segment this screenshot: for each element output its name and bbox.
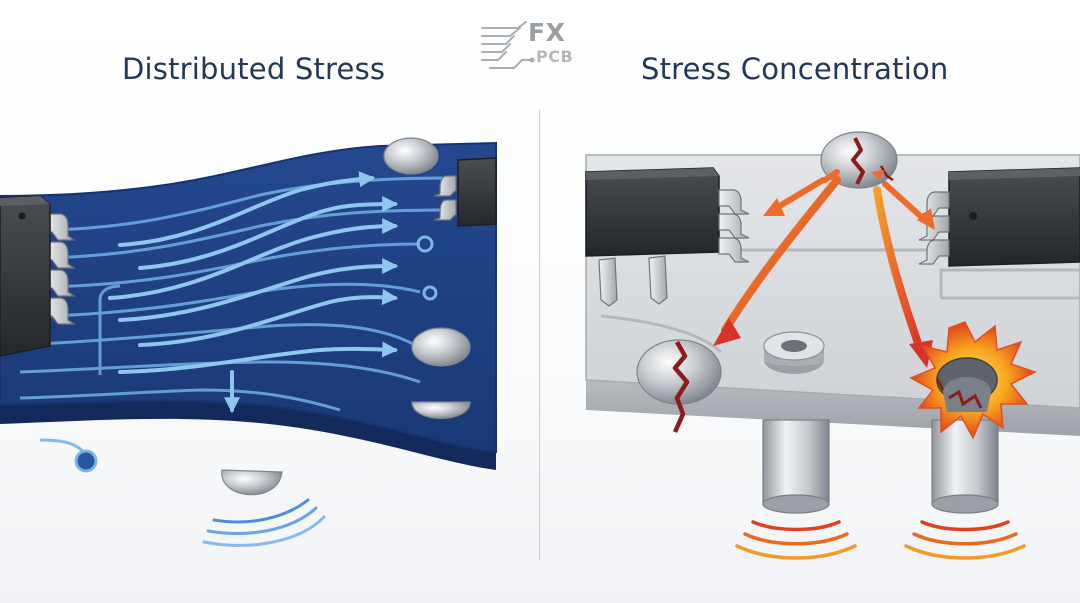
board-edge bbox=[0, 400, 496, 470]
rigid-pcb-illustration bbox=[585, 131, 1080, 560]
cracked-solder-joint bbox=[636, 339, 722, 433]
standoff-pillar bbox=[931, 419, 999, 514]
ic-chip-left bbox=[585, 167, 750, 307]
via-ring bbox=[74, 449, 98, 473]
flexed-pcb-illustration bbox=[0, 137, 497, 547]
panel-divider bbox=[539, 110, 540, 560]
solder-joint bbox=[411, 327, 471, 367]
via-ring bbox=[416, 235, 434, 253]
via-ring bbox=[422, 285, 438, 301]
solder-bump-under bbox=[411, 401, 471, 419]
solder-bump-under bbox=[221, 469, 283, 496]
logo-text-pcb: PCB bbox=[536, 47, 574, 66]
board-traces bbox=[19, 176, 451, 461]
stress-concentration-panel: Stress Concentration bbox=[541, 0, 1080, 603]
stress-arrows bbox=[713, 169, 935, 368]
ic-chip-left bbox=[0, 195, 76, 357]
flexible-pcb-board bbox=[0, 141, 497, 454]
vibration-waves-right bbox=[735, 520, 1026, 560]
ic-chip-right bbox=[433, 157, 497, 227]
vibration-waves-left bbox=[202, 498, 326, 547]
fxpcb-logo: FX PCB bbox=[480, 18, 600, 74]
logo-text-fx: FX bbox=[528, 18, 566, 47]
ic-chip-right bbox=[918, 167, 1080, 267]
standoff-pillar bbox=[762, 419, 830, 514]
solder-joint bbox=[383, 137, 439, 175]
stress-concentration-title: Stress Concentration bbox=[641, 52, 949, 86]
stress-burst bbox=[909, 321, 1037, 440]
washer bbox=[763, 331, 825, 374]
circuit-logo-icon bbox=[481, 21, 535, 69]
distributed-stress-title: Distributed Stress bbox=[122, 52, 386, 86]
distributed-stress-panel: Distributed Stress bbox=[0, 52, 497, 547]
stress-flow-arrows bbox=[108, 171, 399, 414]
